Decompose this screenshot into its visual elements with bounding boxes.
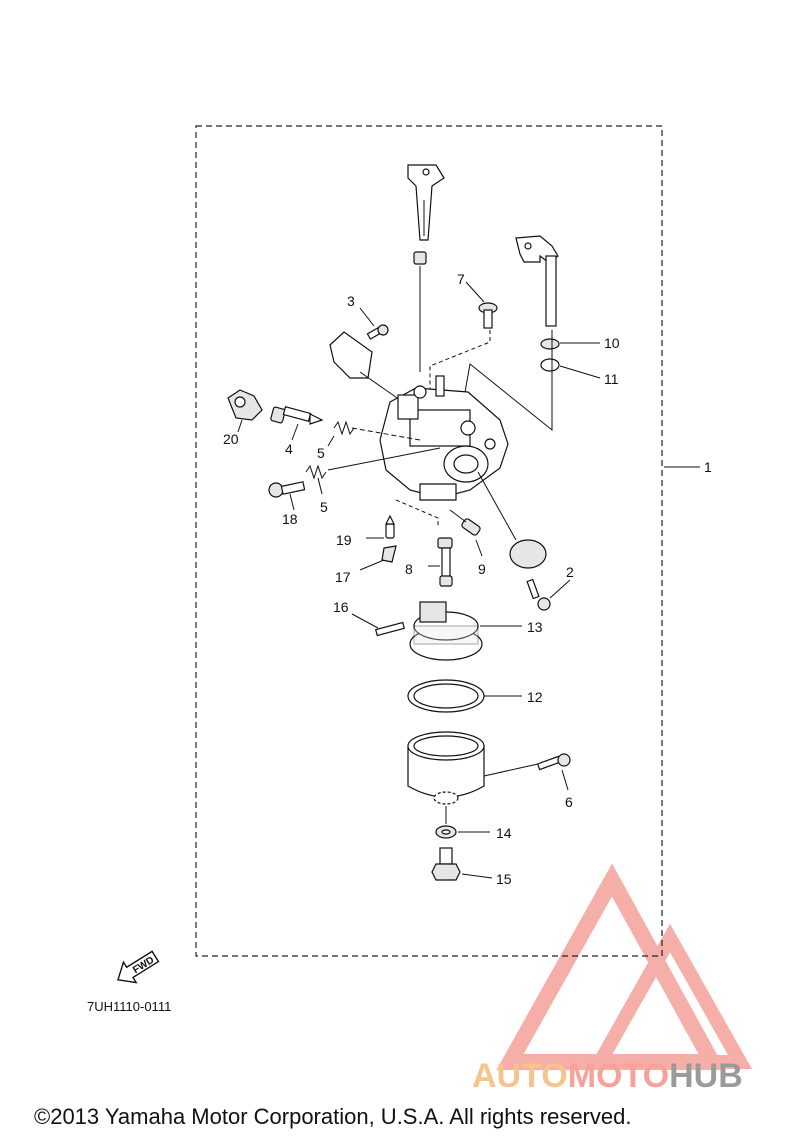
watermark-hub: HUB — [669, 1057, 743, 1095]
callout-3: 3 — [347, 293, 355, 309]
callout-13: 13 — [527, 619, 543, 635]
callout-16: 16 — [333, 599, 349, 615]
callout-9: 9 — [478, 561, 486, 577]
spring-5-lower-part — [305, 464, 327, 480]
leader-20 — [237, 419, 243, 433]
screw-6-part — [536, 753, 571, 771]
callout-20: 20 — [223, 431, 239, 447]
leader-11 — [559, 365, 601, 379]
carburetor-body-part — [379, 375, 509, 501]
washer-10-part — [540, 338, 560, 350]
watermark-logo — [496, 863, 752, 1070]
plate-part — [329, 331, 373, 379]
callout-10: 10 — [604, 335, 620, 351]
fwd-arrow-icon: FWD — [117, 950, 160, 984]
watermark-triangle-right — [588, 923, 752, 1069]
leader-spring-lower — [327, 447, 441, 471]
leader-6-link — [483, 763, 539, 777]
jet-9-part — [461, 518, 481, 536]
assembly-boundary — [195, 125, 663, 957]
float-13-part — [409, 601, 483, 661]
leader-18 — [289, 493, 295, 511]
callout-12: 12 — [527, 689, 543, 705]
callout-18: 18 — [282, 511, 298, 527]
screw-7-part — [478, 302, 498, 329]
leader-4 — [291, 423, 299, 441]
diagram-code: 7UH1110-0111 — [87, 999, 171, 1014]
cap-20-part — [227, 389, 263, 421]
leader-spring-dash — [351, 427, 421, 441]
leader-diaphragm — [477, 471, 517, 541]
screw-18-part — [268, 481, 306, 498]
bolt-15-part — [431, 847, 461, 881]
clip-17-part — [381, 545, 397, 563]
callout-2: 2 — [566, 564, 574, 580]
float-bowl-part — [407, 731, 485, 805]
choke-lever-part — [407, 164, 445, 241]
watermark-auto: AUTO — [472, 1057, 568, 1095]
callout-1: 1 — [704, 459, 712, 475]
callout-19: 19 — [336, 532, 352, 548]
leader-9 — [475, 539, 483, 557]
watermark-moto: MOTO — [568, 1057, 669, 1095]
callout-15: 15 — [496, 871, 512, 887]
leader-float-pin-dash — [395, 499, 439, 528]
callout-6: 6 — [565, 794, 573, 810]
washer-14-part — [435, 825, 457, 839]
needle-valve-19-part — [385, 514, 395, 539]
screw-2-part — [526, 578, 551, 611]
nozzle-8-part — [437, 537, 453, 587]
leader-5-lower — [317, 477, 323, 495]
callout-14: 14 — [496, 825, 512, 841]
callout-7: 7 — [457, 271, 465, 287]
leader-17 — [359, 559, 385, 571]
pilot-screw-4-part — [270, 406, 324, 425]
watermark-text: AUTOMOTOHUB — [472, 1057, 743, 1095]
spring-5-upper-part — [333, 420, 355, 436]
callout-17: 17 — [335, 569, 351, 585]
leader-plate — [359, 371, 401, 401]
throttle-lever-part — [515, 235, 559, 327]
oring-12-part — [407, 679, 485, 713]
callout-4: 4 — [285, 441, 293, 457]
choke-seal-part — [413, 251, 427, 265]
leader-16 — [351, 613, 379, 629]
diaphragm-part — [509, 539, 547, 569]
callout-5-upper: 5 — [317, 445, 325, 461]
callout-11: 11 — [604, 371, 619, 387]
copyright-notice: ©2013 Yamaha Motor Corporation, U.S.A. A… — [34, 1104, 631, 1129]
leader-3 — [359, 307, 375, 327]
screw-3-part — [366, 324, 389, 340]
leader-5-upper — [327, 435, 335, 447]
seal-11-part — [540, 358, 560, 372]
leader-7 — [465, 281, 485, 303]
leader-6 — [561, 769, 569, 791]
callout-8: 8 — [405, 561, 413, 577]
leader-15 — [461, 873, 493, 879]
callout-5-lower: 5 — [320, 499, 328, 515]
leader-2 — [549, 579, 571, 599]
leader-7-dash — [429, 330, 491, 400]
leader-9-link — [449, 509, 467, 523]
float-pin-16-part — [374, 621, 406, 637]
